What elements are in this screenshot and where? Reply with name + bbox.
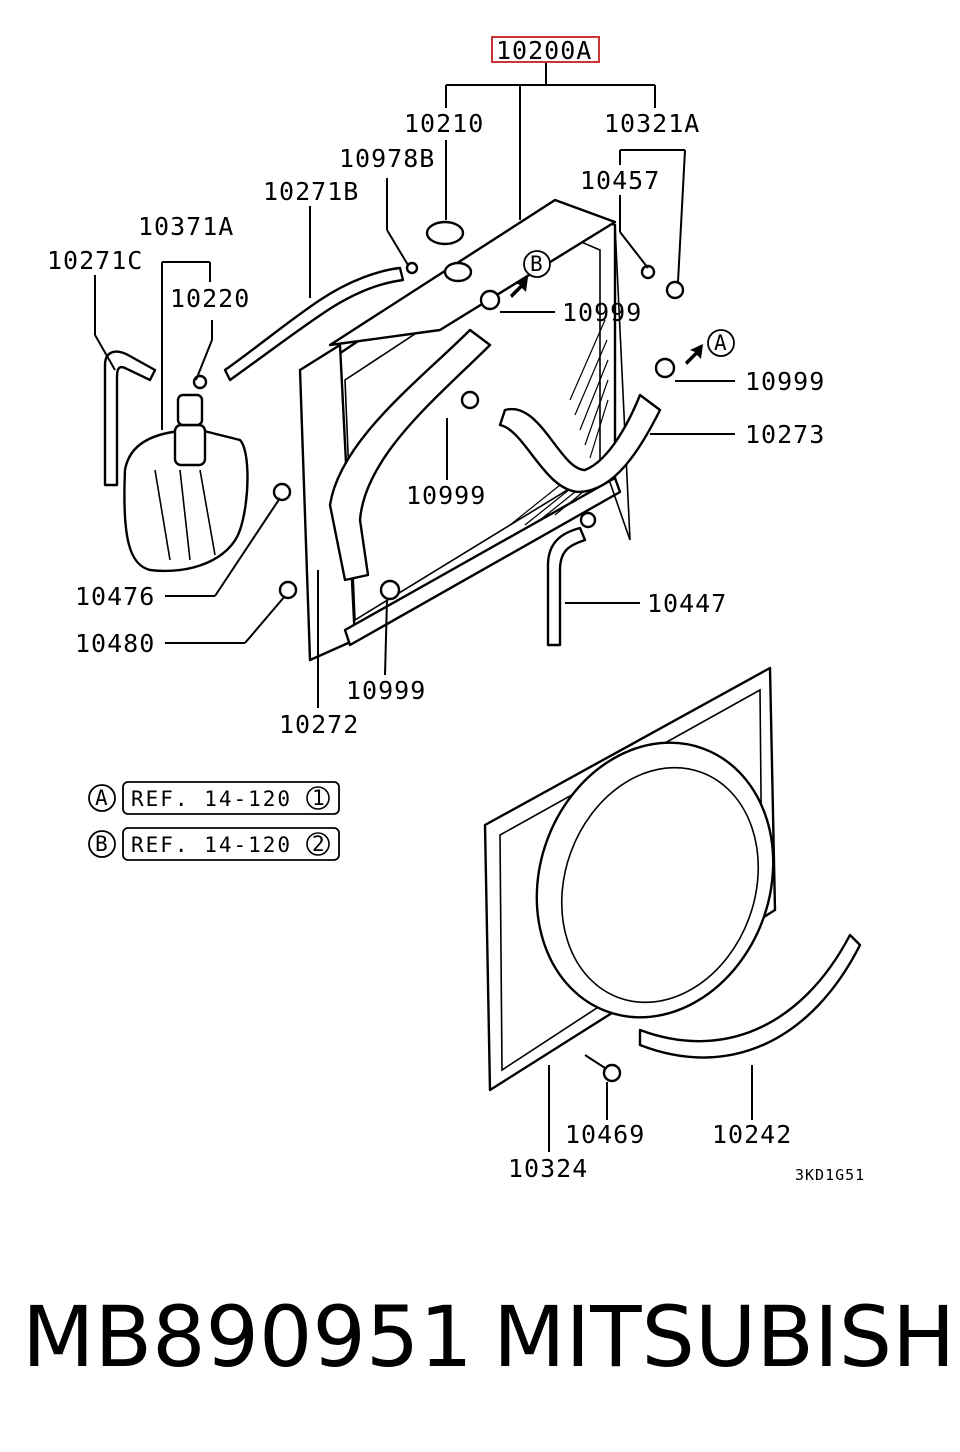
label-shroud: 10324 [508,1154,588,1183]
reference-a-number: 1 [312,786,327,810]
marker-a: A [707,329,735,357]
radiator-core-fins [509,319,609,526]
label-lower-hose: 10273 [745,420,825,449]
label-bolt-tank: 10480 [75,629,155,658]
label-grommet: 10476 [75,582,155,611]
label-clamp-mid: 10999 [406,481,486,510]
shroud-bolt [584,1054,622,1083]
label-drain-set: 10321A [604,109,700,138]
label-overflow-hose: 10978B [339,144,435,173]
label-tank-cap: 10220 [170,284,250,313]
label-assembly: 10200A [496,36,592,65]
label-oring: 10457 [580,166,660,195]
tank-hose-b [223,266,405,382]
shroud-lower [638,933,862,1059]
part-number: MB890951 [22,1288,473,1386]
reference-a: A REF. 14-120 1 [88,781,340,815]
reserve-tank [123,393,249,573]
marker-b: B [523,250,551,278]
label-upper-hose: 10272 [279,710,359,739]
reference-b: B REF. 14-120 2 [88,827,340,861]
label-shroud-bolt: 10469 [565,1120,645,1149]
reference-b-text: REF. 14-120 [131,833,292,857]
radiator [298,198,631,662]
reference-a-text: REF. 14-120 [131,787,292,811]
brand-name: MITSUBISHI [493,1288,960,1386]
reference-b-number: 2 [312,832,327,856]
assembly-highlight-box [491,36,600,63]
label-clamp-upper: 10999 [562,298,642,327]
radiator-cap [425,220,465,246]
reference-a-marker: A [95,786,110,810]
svg-text:B: B [530,252,545,276]
label-reserve-tank: 10371A [138,212,234,241]
label-clamp-lower-right: 10999 [745,367,825,396]
label-clamp-bottom: 10999 [346,676,426,705]
label-shroud-lower: 10242 [712,1120,792,1149]
arrow-a-icon [685,344,703,365]
label-tank-hose: 10271B [263,177,359,206]
arrow-b-icon [510,277,528,298]
svg-text:A: A [714,331,729,355]
fan-shroud [483,666,777,1092]
reference-b-marker: B [95,832,110,856]
diagram-code: 3KD1G51 [795,1166,865,1184]
leader-lines [94,62,753,1152]
upper-hose [328,328,492,582]
label-tank-hose-c: 10271C [47,246,143,275]
lower-hose [498,393,662,494]
label-cap: 10210 [404,109,484,138]
clamps [192,261,685,601]
label-drain-hose: 10447 [647,589,727,618]
drain-hose [546,526,587,647]
